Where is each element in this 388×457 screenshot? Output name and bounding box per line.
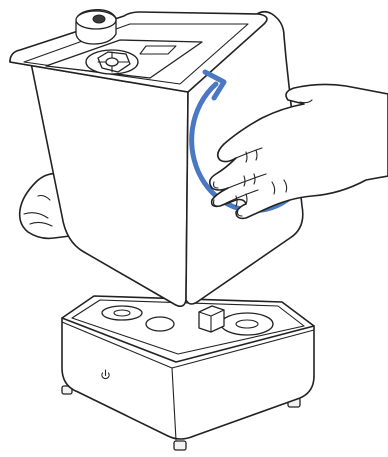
base-left-socket <box>102 306 142 320</box>
tank-valve <box>86 50 138 74</box>
base-foot-front <box>174 441 186 450</box>
tank-cap <box>76 10 116 44</box>
tank-front-face <box>10 52 188 306</box>
base-center-socket <box>146 317 174 331</box>
base-right-socket <box>221 313 273 335</box>
humidifier-base <box>62 296 314 450</box>
